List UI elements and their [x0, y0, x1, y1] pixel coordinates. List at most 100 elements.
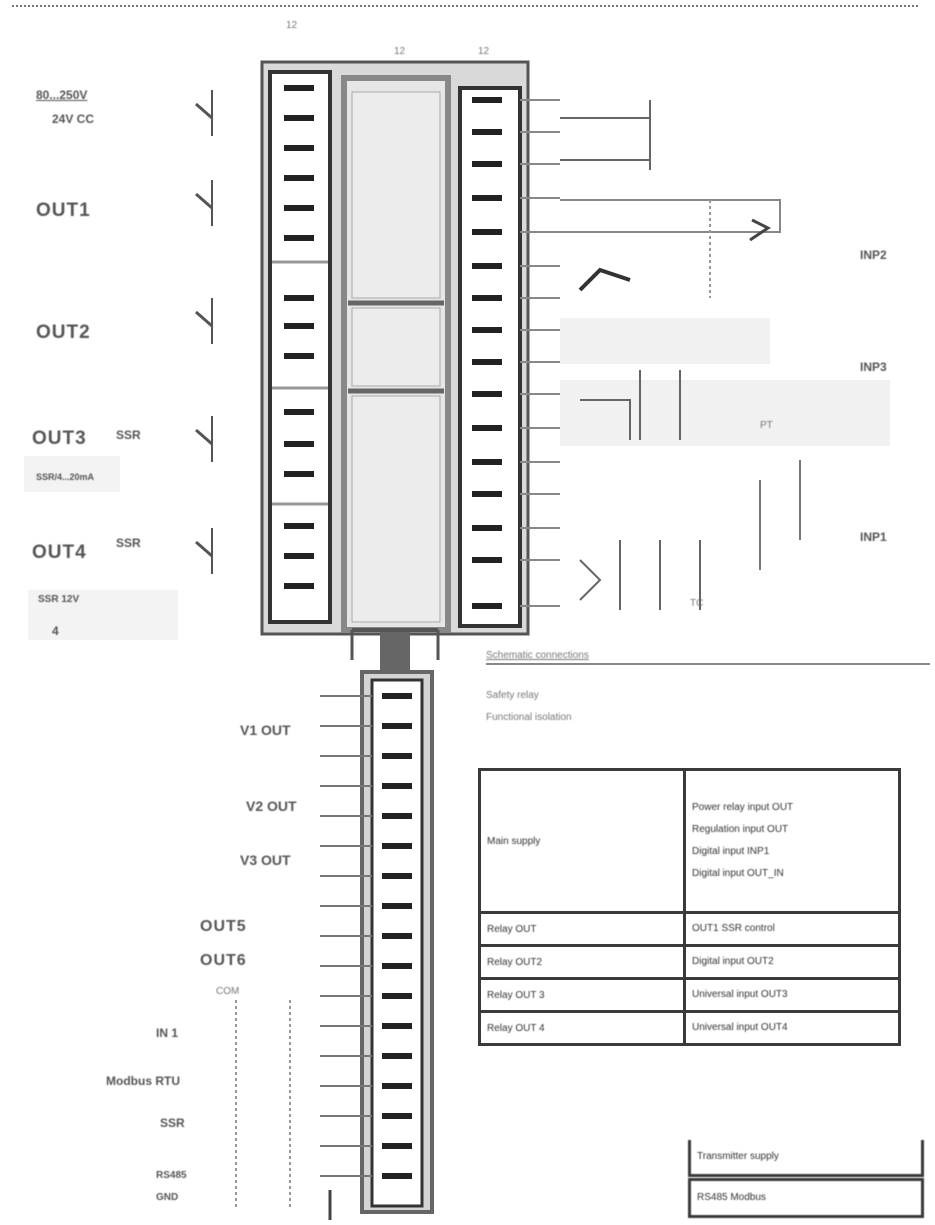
terminal-mark: [382, 903, 412, 909]
function-item: Universal input OUT4: [692, 1022, 788, 1033]
terminal-mark: [284, 583, 314, 589]
terminal-mark: [382, 1053, 412, 1059]
terminal-mark: [284, 323, 314, 329]
terminal-mark: [382, 1173, 412, 1179]
relay-contact: [195, 310, 213, 328]
out1-label: OUT1: [36, 200, 91, 221]
function-item: Power relay input OUT: [692, 802, 794, 813]
terminal-mark: [472, 97, 502, 103]
terminal-mark: [284, 409, 314, 415]
ssr-label-out4: SSR: [116, 536, 141, 550]
table-row: Main supply Power relay input OUT Regula…: [478, 768, 901, 914]
relay-contact: [195, 102, 213, 120]
tc-label: TC: [690, 598, 704, 609]
terminal-mark: [284, 145, 314, 151]
terminal-mark: [472, 263, 502, 269]
terminal-mark: [472, 295, 502, 301]
bottom-out6-label: OUT6: [200, 952, 247, 969]
table-cell-name: Relay OUT 4: [478, 1010, 686, 1046]
table-cell-functions: Universal input OUT3: [683, 977, 901, 1013]
function-item: Digital input OUT_IN: [692, 868, 784, 879]
table-cell-functions: Universal input OUT4: [683, 1010, 901, 1046]
function-item: Universal input OUT3: [692, 989, 788, 1000]
terminal-mark: [382, 933, 412, 939]
terminal-mark: [472, 327, 502, 333]
inp3-bg: [560, 318, 770, 364]
terminal-mark: [472, 359, 502, 365]
rs485-cell: RS485 Modbus: [688, 1178, 924, 1218]
terminal-mark: [284, 441, 314, 447]
display-panel: [351, 91, 441, 299]
relay-contact: [195, 428, 213, 446]
terminal-mark: [382, 753, 412, 759]
terminal-mark: [382, 1143, 412, 1149]
terminal-mark: [382, 873, 412, 879]
terminal-mark: [382, 783, 412, 789]
inp2-arrow: [749, 218, 771, 242]
table-cell-name: Relay OUT: [478, 911, 686, 947]
function-table: Main supply Power relay input OUT Regula…: [478, 768, 901, 1046]
power-line-2: 24V CC: [52, 112, 95, 126]
terminal-mark: [382, 843, 412, 849]
inp2-label: INP2: [860, 248, 887, 262]
inp2-wiring: [560, 199, 781, 233]
bottom-rs485-label: RS485: [156, 1170, 187, 1181]
bottom-modbus-label: Modbus RTU: [106, 1074, 180, 1088]
out4-k-label: 4: [52, 624, 59, 638]
function-item: Digital input INP1: [692, 846, 770, 857]
terminal-mark: [472, 603, 502, 609]
out2-label: OUT2: [36, 322, 91, 343]
out3-note-bg: [24, 456, 120, 492]
terminal-mark: [382, 1023, 412, 1029]
right-terminal-strip: [458, 86, 522, 628]
inp1-wiring: [759, 460, 801, 570]
out4-label: OUT4: [32, 542, 87, 563]
bottom-in-label: IN 1: [156, 1026, 179, 1040]
bottom-v1-label: V1 OUT: [240, 722, 291, 738]
mid-panel: [351, 307, 441, 387]
terminal-mark: [472, 129, 502, 135]
terminal-mark: [284, 115, 314, 121]
relay-contact: [195, 192, 213, 210]
terminal-mark: [472, 525, 502, 531]
column-label-2: 12: [394, 46, 406, 57]
function-item: Digital input OUT2: [692, 956, 774, 967]
terminal-mark: [382, 723, 412, 729]
terminal-mark: [284, 471, 314, 477]
lower-panel: [351, 395, 441, 623]
terminal-mark: [472, 229, 502, 235]
terminal-mark: [472, 491, 502, 497]
left-terminal-strip: [268, 70, 332, 624]
inp3-label: INP3: [860, 360, 887, 374]
terminal-mark: [382, 993, 412, 999]
terminal-mark: [284, 205, 314, 211]
pt-wiring: [580, 370, 681, 440]
table-row: Relay OUT 3 Universal input OUT3: [478, 977, 901, 1013]
out3-note: SSR/4...20mA: [36, 472, 95, 482]
table-row: Relay OUT OUT1 SSR control: [478, 911, 901, 947]
terminal-mark: [284, 553, 314, 559]
out3-label: OUT3: [32, 428, 87, 449]
terminal-mark: [284, 353, 314, 359]
legend-item-2: Functional isolation: [486, 712, 572, 723]
terminal-mark: [284, 295, 314, 301]
connector-neck: [380, 630, 410, 670]
ssr-label-out3: SSR: [116, 428, 141, 442]
terminal-mark: [472, 425, 502, 431]
terminal-mark: [472, 391, 502, 397]
out4-note: SSR 12V: [38, 594, 80, 605]
terminal-mark: [284, 85, 314, 91]
terminal-mark: [472, 557, 502, 563]
terminal-mark: [382, 813, 412, 819]
table-cell-name: Relay OUT2: [478, 944, 686, 980]
terminal-mark: [284, 235, 314, 241]
terminal-mark: [472, 459, 502, 465]
function-item: OUT1 SSR control: [692, 923, 775, 934]
terminal-mark: [382, 1083, 412, 1089]
bottom-ssr-label: SSR: [160, 1116, 185, 1130]
table-row: Relay OUT 4 Universal input OUT4: [478, 1010, 901, 1046]
inp1-label: INP1: [860, 530, 887, 544]
table-cell-functions: OUT1 SSR control: [683, 911, 901, 947]
table-cell-functions: Power relay input OUT Regulation input O…: [683, 768, 901, 914]
